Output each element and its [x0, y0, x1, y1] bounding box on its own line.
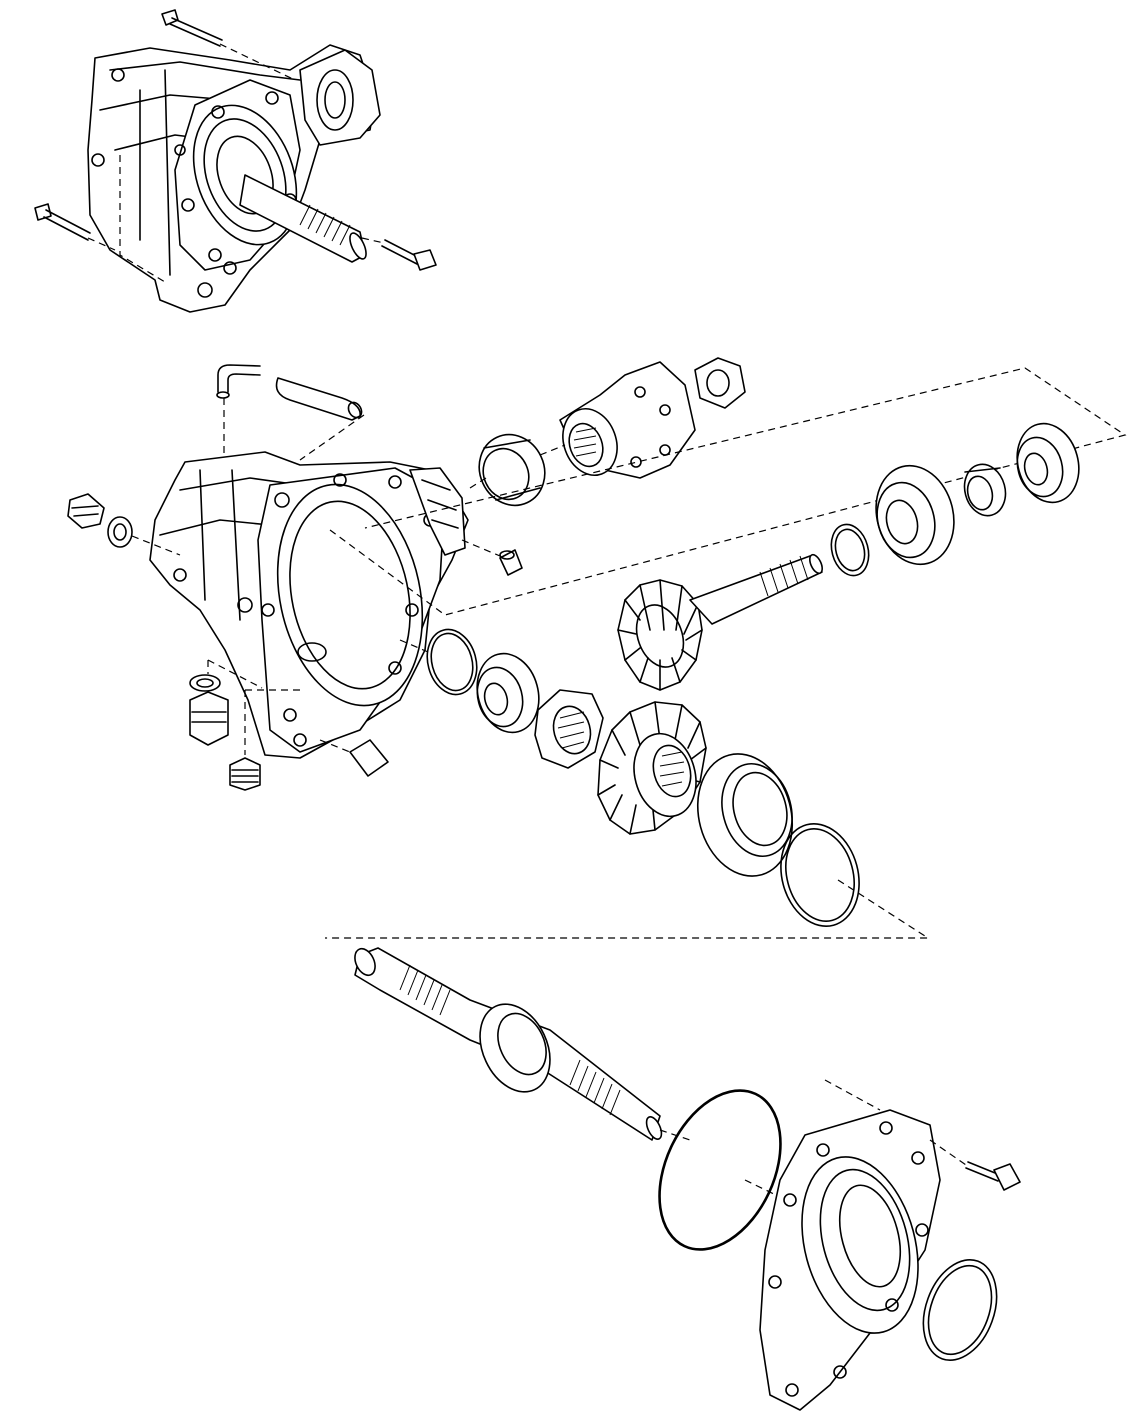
- bearing: [696, 753, 794, 877]
- drain-plug: [189, 691, 229, 746]
- assembled-transfer-case: [87, 44, 381, 313]
- mounting-bolt: [965, 1161, 1021, 1191]
- snap-ring: [922, 1258, 998, 1362]
- dowel-pin: [499, 549, 523, 576]
- companion-flange: [559, 361, 696, 479]
- snap-ring: [830, 523, 870, 577]
- gasket: [107, 516, 133, 548]
- bearing: [1016, 422, 1080, 504]
- breather-hose: [275, 377, 363, 421]
- drain-plug: [67, 493, 105, 529]
- snap-ring: [780, 823, 860, 927]
- mounting-bolt: [34, 203, 91, 241]
- dowel-pin: [349, 739, 389, 777]
- gasket: [189, 674, 221, 692]
- bearing-spacer: [963, 463, 1007, 517]
- oil-seal: [478, 433, 546, 507]
- filler-plug: [229, 757, 261, 791]
- mounting-bolt: [161, 9, 223, 47]
- flange-nut: [694, 357, 746, 409]
- lock-nut: [534, 689, 604, 769]
- drive-pinion: [617, 553, 823, 691]
- bearing: [875, 464, 955, 566]
- bearing: [476, 652, 540, 734]
- transfer-case-housing: [149, 451, 469, 759]
- mounting-bolt: [381, 239, 437, 271]
- breather-pipe: [216, 364, 261, 399]
- end-cover: [759, 1109, 941, 1411]
- ring-gear: [597, 701, 707, 835]
- snap-ring: [426, 628, 478, 696]
- o-ring: [658, 1089, 782, 1251]
- input-shaft: [354, 947, 663, 1141]
